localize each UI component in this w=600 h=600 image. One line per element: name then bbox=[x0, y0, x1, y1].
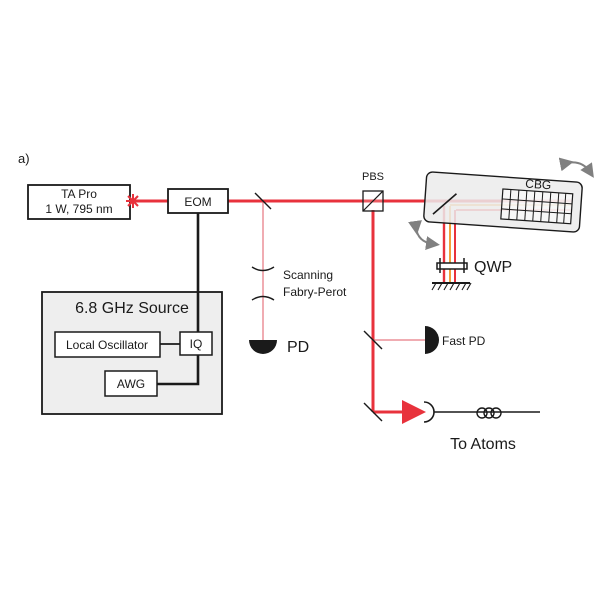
pbs-label: PBS bbox=[362, 171, 384, 183]
laser-output-star-icon bbox=[126, 194, 140, 208]
laser-box bbox=[27, 184, 131, 220]
cbg-grating bbox=[500, 188, 574, 225]
fabry-perot-mirror-bottom-icon bbox=[251, 295, 275, 301]
wire-awg-to-iq bbox=[157, 355, 200, 386]
cbg-grating-lines bbox=[501, 189, 573, 224]
qwp-plate bbox=[436, 262, 468, 270]
fiber-loops-icon bbox=[476, 407, 502, 419]
steering-mirror-icon bbox=[363, 402, 383, 422]
iq-label: IQ bbox=[190, 337, 203, 351]
to-atoms-label: To Atoms bbox=[450, 436, 516, 453]
fast-pd-label: Fast PD bbox=[442, 334, 486, 348]
cbg-label: CBG bbox=[525, 177, 552, 193]
pickoff-mirror-2-icon bbox=[363, 330, 383, 350]
fabry-perot-label-line2: Fabry-Perot bbox=[283, 285, 347, 299]
local-oscillator-label: Local Oscillator bbox=[66, 338, 148, 352]
pd-label: PD bbox=[287, 339, 309, 356]
rotate-arrow-top-right-icon bbox=[558, 157, 594, 178]
laser-label-line2: 1 W, 795 nm bbox=[45, 202, 112, 216]
fiber-coupler-icon bbox=[423, 401, 435, 423]
qwp-label: QWP bbox=[474, 259, 512, 276]
cbg-fold-mirror-icon bbox=[432, 193, 457, 215]
fabry-perot-label-line1: Scanning bbox=[283, 268, 333, 282]
local-oscillator-box bbox=[54, 331, 161, 358]
pbs-diagonal bbox=[362, 190, 384, 212]
photodiode-icon bbox=[249, 340, 277, 354]
fast-photodiode-icon bbox=[425, 326, 439, 354]
pickoff-mirror-1-icon bbox=[254, 192, 272, 210]
fabry-perot-mirror-top-icon bbox=[251, 266, 275, 272]
awg-box bbox=[104, 370, 158, 397]
retro-mirror-hatch bbox=[431, 282, 472, 291]
laser-label-line1: TA Pro bbox=[61, 187, 97, 201]
eom-box bbox=[167, 188, 229, 214]
eom-label: EOM bbox=[184, 195, 211, 209]
source-title: 6.8 GHz Source bbox=[75, 300, 189, 317]
cbg-assembly: CBG bbox=[423, 171, 583, 233]
awg-label: AWG bbox=[117, 377, 145, 391]
rotate-arrow-bottom-left-icon bbox=[408, 220, 440, 251]
panel-label: a) bbox=[18, 151, 30, 166]
